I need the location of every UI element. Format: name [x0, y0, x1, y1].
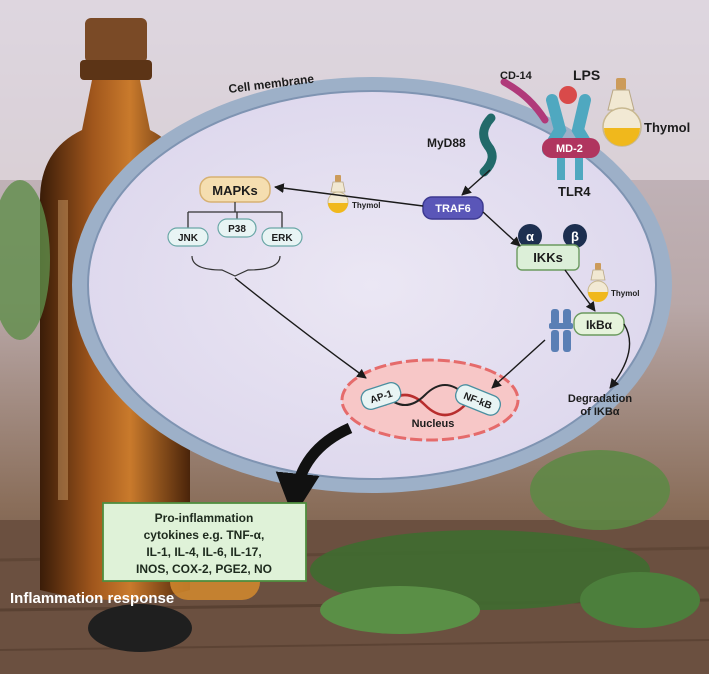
- cytokines-line3: IL-1, IL-4, IL-6, IL-17,: [146, 545, 261, 559]
- arrow-nucleus-cytokines: [275, 422, 353, 518]
- mapk-brace: [191, 255, 281, 277]
- degradation-label-line1: Degradation: [568, 393, 632, 405]
- jnk-node: [167, 227, 209, 247]
- ap1-node: [360, 381, 402, 411]
- arrow-traf6-ikks: [482, 211, 521, 247]
- p38-node: [217, 218, 257, 238]
- ikks-node: [516, 244, 580, 271]
- thymol-large-label: Thymol: [644, 120, 690, 135]
- pathway-arrows: [234, 169, 631, 389]
- nfkb-complex-icon: [549, 309, 573, 352]
- ikk-beta-label: β: [571, 229, 579, 244]
- thymol-small-label-1: Thymol: [352, 201, 380, 210]
- arrow-ikks-ikba: [564, 269, 596, 312]
- arrow-ikba-degradation: [609, 323, 631, 389]
- cytokines-box: [102, 502, 307, 582]
- ikk-alpha-icon: [518, 224, 542, 248]
- traf6-label: TRAF6: [435, 203, 470, 215]
- arrow-myd88-traf6: [461, 169, 491, 196]
- cd14-label: CD-14: [500, 70, 533, 82]
- arrow-traf6-mapks: [274, 183, 424, 207]
- thymol-small-icon-2: [587, 263, 609, 302]
- arrow-mapk-ap1: [234, 277, 367, 379]
- ikks-label: IKKs: [533, 250, 563, 265]
- cytokines-line2: cytokines e.g. TNF-α,: [144, 528, 265, 542]
- md2-label: MD-2: [556, 143, 583, 155]
- nucleus: [340, 358, 520, 442]
- p38-label: P38: [228, 224, 246, 235]
- nfkb-node: [454, 384, 502, 416]
- ikk-beta-icon: [563, 224, 587, 248]
- mapks-label: MAPKs: [212, 183, 258, 198]
- thymol-small-label-2: Thymol: [611, 289, 639, 298]
- inflammation-response-label: Inflammation response: [10, 590, 174, 607]
- lps-label: LPS: [573, 67, 600, 83]
- cytokines-line4: INOS, COX-2, PGE2, NO: [136, 562, 272, 576]
- thyme-herb-icon: [0, 180, 700, 634]
- erk-label: ERK: [271, 233, 293, 244]
- degradation-label-line2: of IKBα: [580, 406, 619, 418]
- ikba-label: IkBα: [586, 318, 613, 332]
- thymol-oil-icon: [602, 78, 642, 147]
- erk-node: [261, 227, 303, 247]
- myd88-icon: [479, 113, 497, 177]
- myd88-label: MyD88: [427, 136, 466, 150]
- jnk-label: JNK: [178, 233, 199, 244]
- nucleus-label: Nucleus: [412, 418, 455, 430]
- tlr4-receptor-icon: [500, 78, 600, 180]
- tlr4-label: TLR4: [558, 184, 591, 199]
- arrow-ikba-nfkb: [491, 339, 546, 389]
- traf6-node: [422, 196, 484, 220]
- ikk-alpha-label: α: [526, 229, 534, 244]
- mapk-tree-lines: [187, 202, 283, 228]
- thymol-small-icon-1: [327, 175, 349, 213]
- cytokines-line1: Pro-inflammation: [155, 511, 254, 525]
